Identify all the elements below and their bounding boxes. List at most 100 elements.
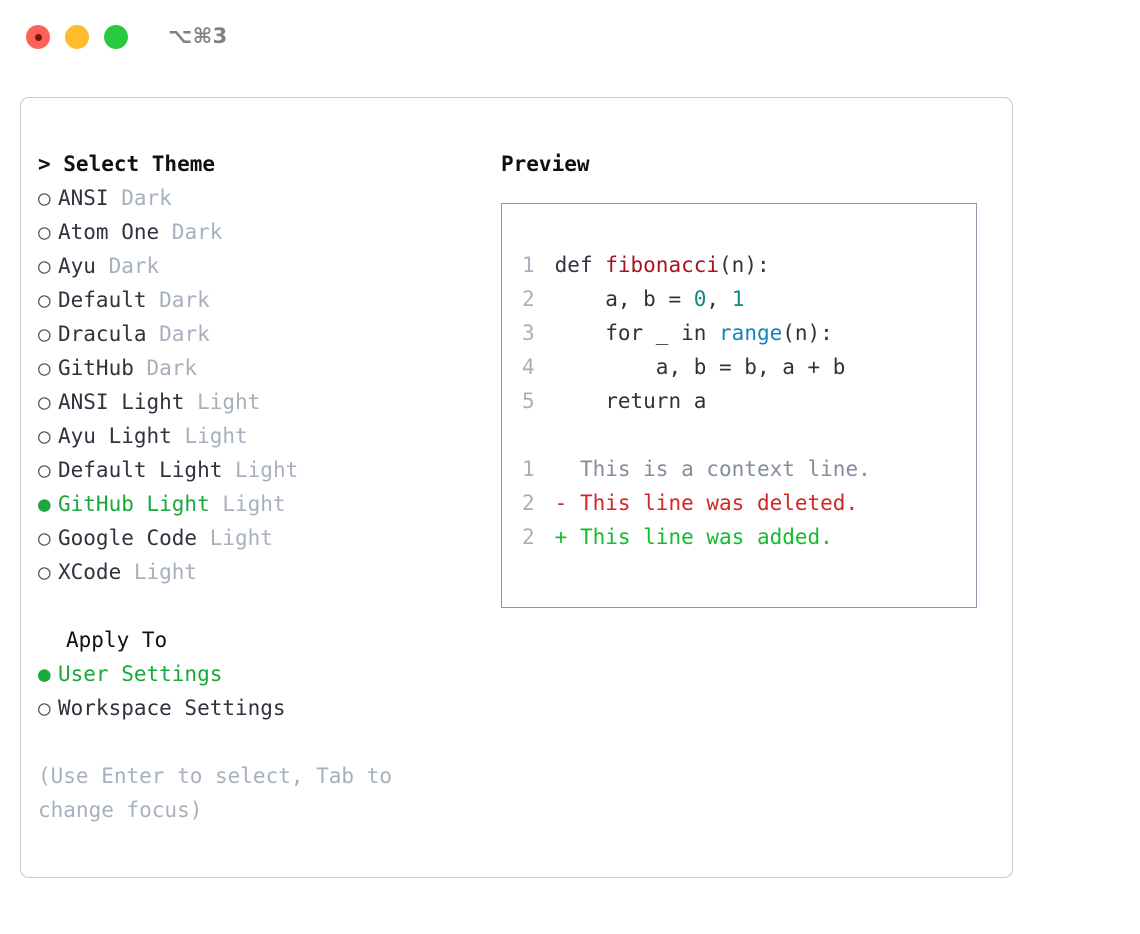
theme-option[interactable]: ○ANSI Dark: [38, 181, 478, 215]
theme-option-name: GitHub: [58, 356, 134, 380]
radio-selected-icon: ●: [38, 492, 51, 516]
theme-option-tag: Light: [121, 560, 198, 584]
theme-option-tag: Light: [197, 526, 273, 550]
theme-option-tag: Dark: [146, 288, 210, 312]
theme-option[interactable]: ○ Dracula Dark: [38, 317, 478, 351]
diff-line-text: This is a context line.: [554, 457, 871, 481]
code-line: 3 for _ in range(n):: [522, 316, 976, 350]
theme-option[interactable]: ○ Ayu Light Light: [38, 419, 478, 453]
diff-line-text: + This line was added.: [554, 525, 833, 549]
radio-unselected-icon: ○: [38, 356, 51, 380]
theme-option[interactable]: ● GitHub Light Light: [38, 487, 478, 521]
theme-option-name: Dracula: [58, 322, 147, 346]
diff-line-text: - This line was deleted.: [554, 491, 859, 515]
theme-option[interactable]: ○ GitHub Dark: [38, 351, 478, 385]
radio-unselected-icon: ○: [38, 424, 51, 448]
theme-option-tag: Dark: [108, 186, 172, 210]
diff-line: 2 + This line was added.: [522, 520, 976, 554]
theme-option-name: Atom One: [58, 220, 160, 244]
code-token: def: [554, 253, 606, 277]
apply-to-option[interactable]: ● User Settings: [38, 657, 478, 691]
theme-option-tag: Dark: [133, 356, 198, 380]
code-token: for _ in: [554, 321, 720, 345]
theme-option-name: XCode: [58, 560, 122, 584]
radio-unselected-icon: ○: [38, 220, 51, 244]
theme-option-tag: Dark: [95, 254, 160, 278]
close-button[interactable]: [26, 25, 50, 49]
main-panel: > Select Theme ○ANSI Dark○Atom One Dark○…: [20, 97, 1013, 878]
code-token: range: [719, 321, 783, 345]
theme-option-name: Ayu Light: [58, 424, 172, 448]
maximize-button[interactable]: [104, 25, 128, 49]
code-token: (n):: [782, 321, 833, 345]
theme-option-tag: Light: [184, 390, 261, 414]
theme-option[interactable]: ○ Default Dark: [38, 283, 478, 317]
code-token: 0: [693, 287, 707, 311]
radio-unselected-icon: ○: [38, 288, 51, 312]
theme-option-name: Default: [58, 288, 147, 312]
theme-picker-column: > Select Theme ○ANSI Dark○Atom One Dark○…: [38, 147, 478, 827]
theme-option-tag: Dark: [146, 322, 210, 346]
radio-selected-icon: ●: [38, 662, 51, 686]
code-spacer: [522, 418, 976, 452]
code-token: a, b = b, a + b: [554, 355, 846, 379]
diff-sample: 1 This is a context line.2 - This line w…: [522, 452, 976, 554]
code-line-number: 3: [522, 321, 535, 345]
code-token: ,: [706, 287, 732, 311]
theme-option[interactable]: ○Default Light Light: [38, 453, 478, 487]
code-token: a, b =: [554, 287, 694, 311]
radio-unselected-icon: ○: [38, 560, 51, 584]
code-token: fibonacci: [605, 253, 720, 277]
apply-to-option[interactable]: ○ Workspace Settings: [38, 691, 478, 725]
radio-unselected-icon: ○: [38, 526, 51, 550]
minimize-button[interactable]: [65, 25, 89, 49]
theme-option-name: ANSI Light: [58, 390, 185, 414]
title-bar: ⌥⌘3: [0, 0, 1140, 76]
apply-to-list[interactable]: ● User Settings ○ Workspace Settings: [38, 657, 478, 725]
select-theme-heading: > Select Theme: [38, 152, 216, 176]
apply-to-heading: Apply To: [66, 628, 168, 652]
radio-unselected-icon: ○: [38, 322, 51, 346]
preview-heading: Preview: [501, 152, 590, 176]
radio-unselected-icon: ○: [38, 186, 51, 210]
theme-option-name: Google Code: [58, 526, 198, 550]
code-line-number: 2: [522, 287, 535, 311]
diff-line-number: 2: [522, 491, 535, 515]
window-controls: [26, 25, 128, 49]
diff-line: 2 - This line was deleted.: [522, 486, 976, 520]
theme-option[interactable]: ○ XCode Light: [38, 555, 478, 589]
theme-option[interactable]: ○ Google Code Light: [38, 521, 478, 555]
theme-option[interactable]: ○Ayu Dark: [38, 249, 478, 283]
theme-option-tag: Light: [222, 458, 299, 482]
theme-option-name: GitHub Light: [58, 492, 210, 516]
code-token: (n):: [719, 253, 770, 277]
code-line: 4 a, b = b, a + b: [522, 350, 976, 384]
code-line-number: 1: [522, 253, 535, 277]
diff-line-number: 2: [522, 525, 535, 549]
radio-unselected-icon: ○: [38, 458, 51, 482]
theme-list[interactable]: ○ANSI Dark○Atom One Dark○Ayu Dark○Defaul…: [38, 181, 478, 589]
code-line-number: 4: [522, 355, 535, 379]
apply-to-option-name: User Settings: [58, 662, 223, 686]
code-line: 1 def fibonacci(n):: [522, 248, 976, 282]
theme-option[interactable]: ○Atom One Dark: [38, 215, 478, 249]
theme-option-tag: Light: [171, 424, 248, 448]
code-token: 1: [731, 287, 745, 311]
diff-line: 1 This is a context line.: [522, 452, 976, 486]
diff-line-number: 1: [522, 457, 535, 481]
radio-unselected-icon: ○: [38, 254, 51, 278]
keyboard-hint: (Use Enter to select, Tab to change focu…: [38, 764, 405, 822]
code-line-number: 5: [522, 389, 535, 413]
code-line: 5 return a: [522, 384, 976, 418]
theme-option-tag: Light: [209, 492, 286, 516]
apply-to-option-name: Workspace Settings: [58, 696, 286, 720]
code-line: 2 a, b = 0, 1: [522, 282, 976, 316]
radio-unselected-icon: ○: [38, 696, 51, 720]
preview-column: Preview 1 def fibonacci(n):2 a, b = 0, 1…: [501, 147, 1001, 608]
theme-option[interactable]: ○ANSI Light Light: [38, 385, 478, 419]
code-token: return a: [554, 389, 707, 413]
keyboard-shortcut-label: ⌥⌘3: [168, 24, 228, 48]
